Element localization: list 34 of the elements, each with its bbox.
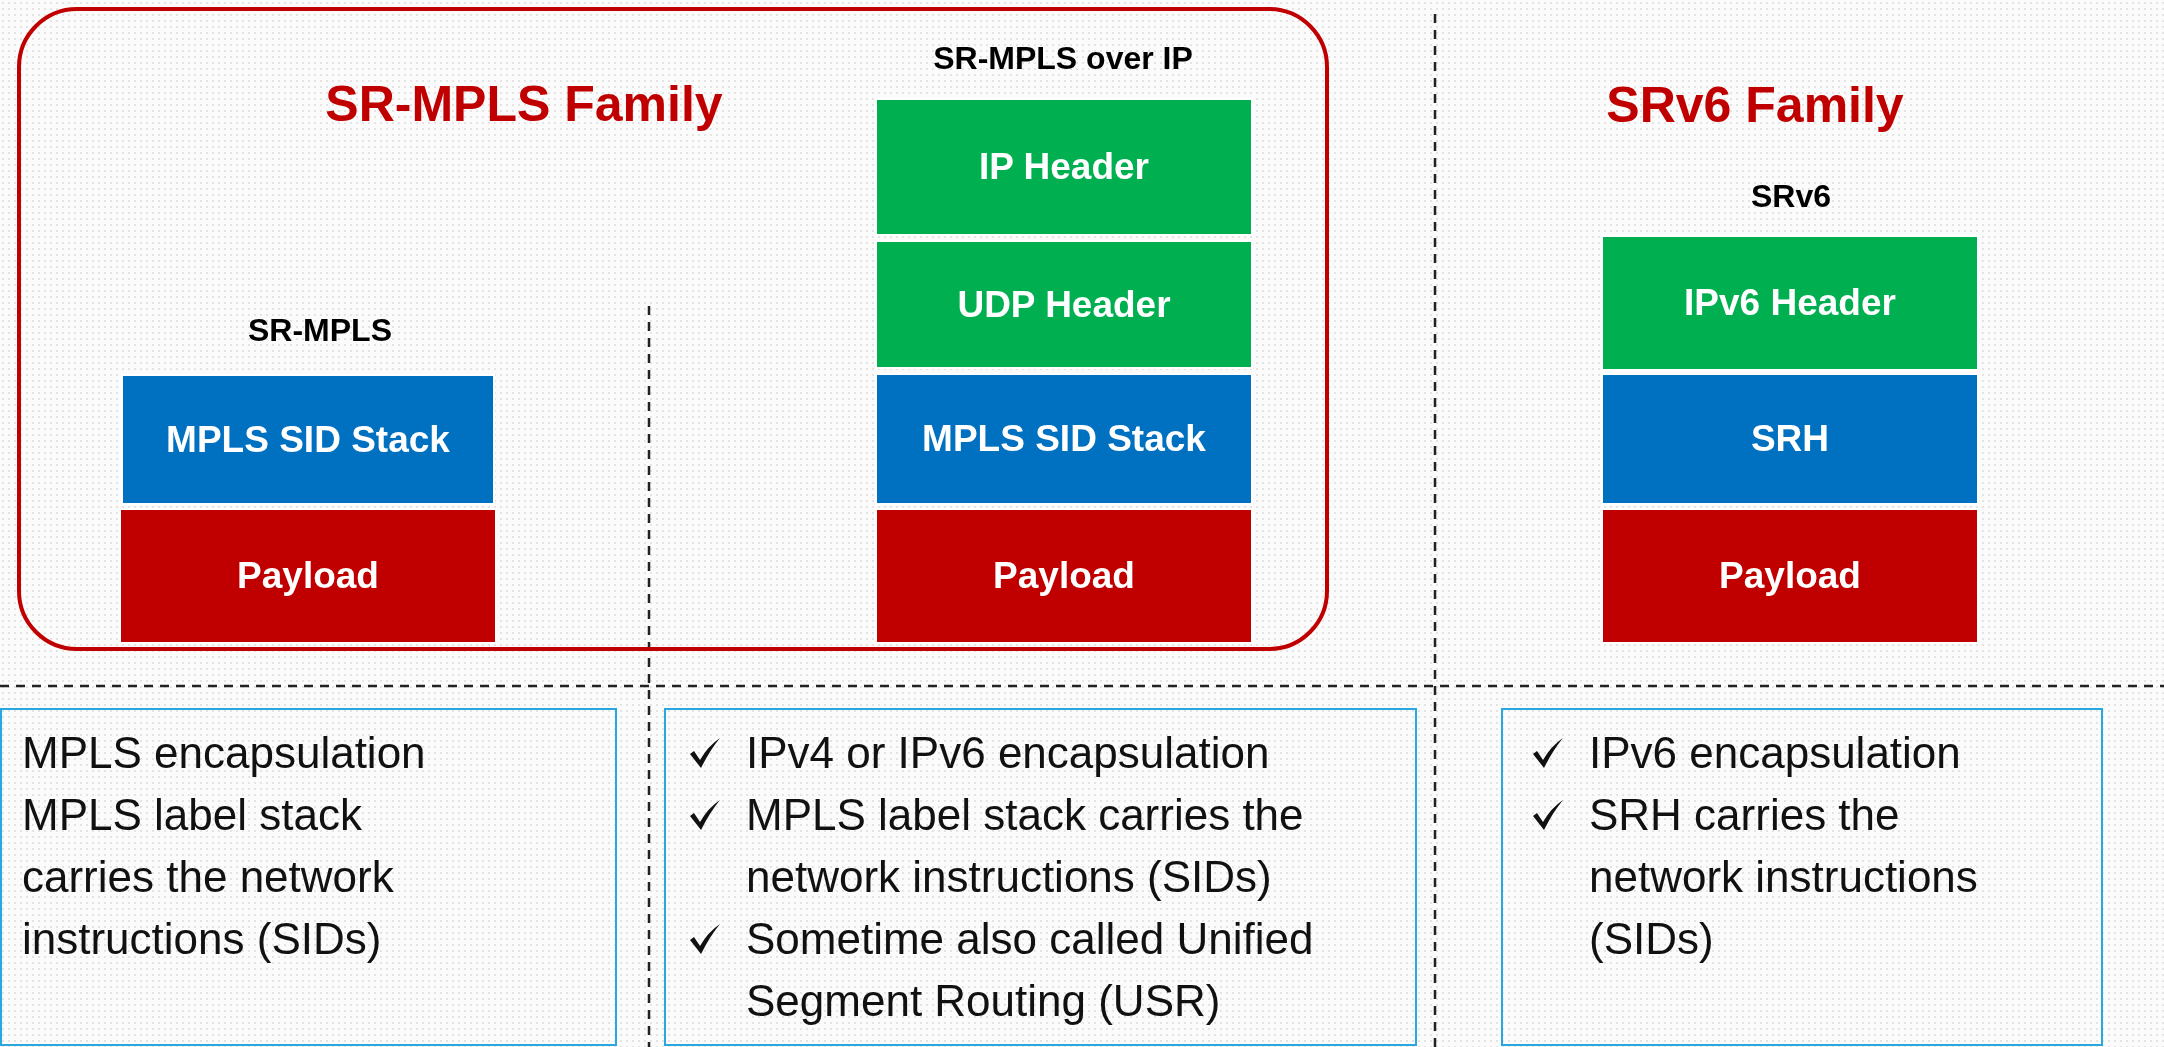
block-label: SRH	[1750, 418, 1830, 460]
header-block	[1601, 373, 1979, 505]
block-label: IPv6 Header	[1684, 282, 1896, 324]
header-block	[875, 508, 1253, 644]
bullet-text: IPv6 encapsulation	[1589, 722, 1981, 784]
block-label: Payload	[1719, 555, 1861, 597]
bullet-text: MPLS label stack carries the network instructions (SIDs)	[746, 784, 1405, 908]
bullet-text: Sometime also called Unified Segment Routing (USR)	[746, 908, 1405, 1032]
stack-heading: SR-MPLS over IP	[933, 40, 1193, 77]
description-box	[1501, 708, 2103, 1046]
block-label: MPLS SID Stack	[922, 418, 1206, 460]
block-label: UDP Header	[957, 283, 1171, 326]
header-block	[875, 373, 1253, 505]
block-label: MPLS SID Stack	[166, 418, 450, 461]
block-label: Payload	[993, 555, 1135, 597]
header-block	[121, 374, 495, 505]
header-block	[1601, 508, 1979, 644]
header-block	[875, 98, 1253, 236]
group-frame	[17, 7, 1329, 651]
header-block	[875, 240, 1253, 369]
section-title: SRv6 Family	[1606, 76, 1904, 134]
description-box	[664, 708, 1417, 1046]
block-label: IP Header	[979, 146, 1149, 188]
header-block	[119, 508, 497, 644]
group-title: SR-MPLS Family	[325, 75, 723, 133]
bullet-text: MPLS label stack carries the network instructions (SIDs)	[22, 789, 395, 965]
header-block	[1601, 235, 1979, 371]
block-label: Payload	[237, 555, 379, 597]
description-box	[0, 708, 617, 1046]
stack-heading: SRv6	[1751, 178, 1831, 215]
stack-heading: SR-MPLS	[248, 312, 392, 349]
bullet-text: SRH carries the network instructions (SIDs)	[1589, 784, 1981, 970]
bullet-text: MPLS encapsulation	[22, 727, 427, 779]
bullet-text: IPv4 or IPv6 encapsulation	[746, 722, 1405, 784]
